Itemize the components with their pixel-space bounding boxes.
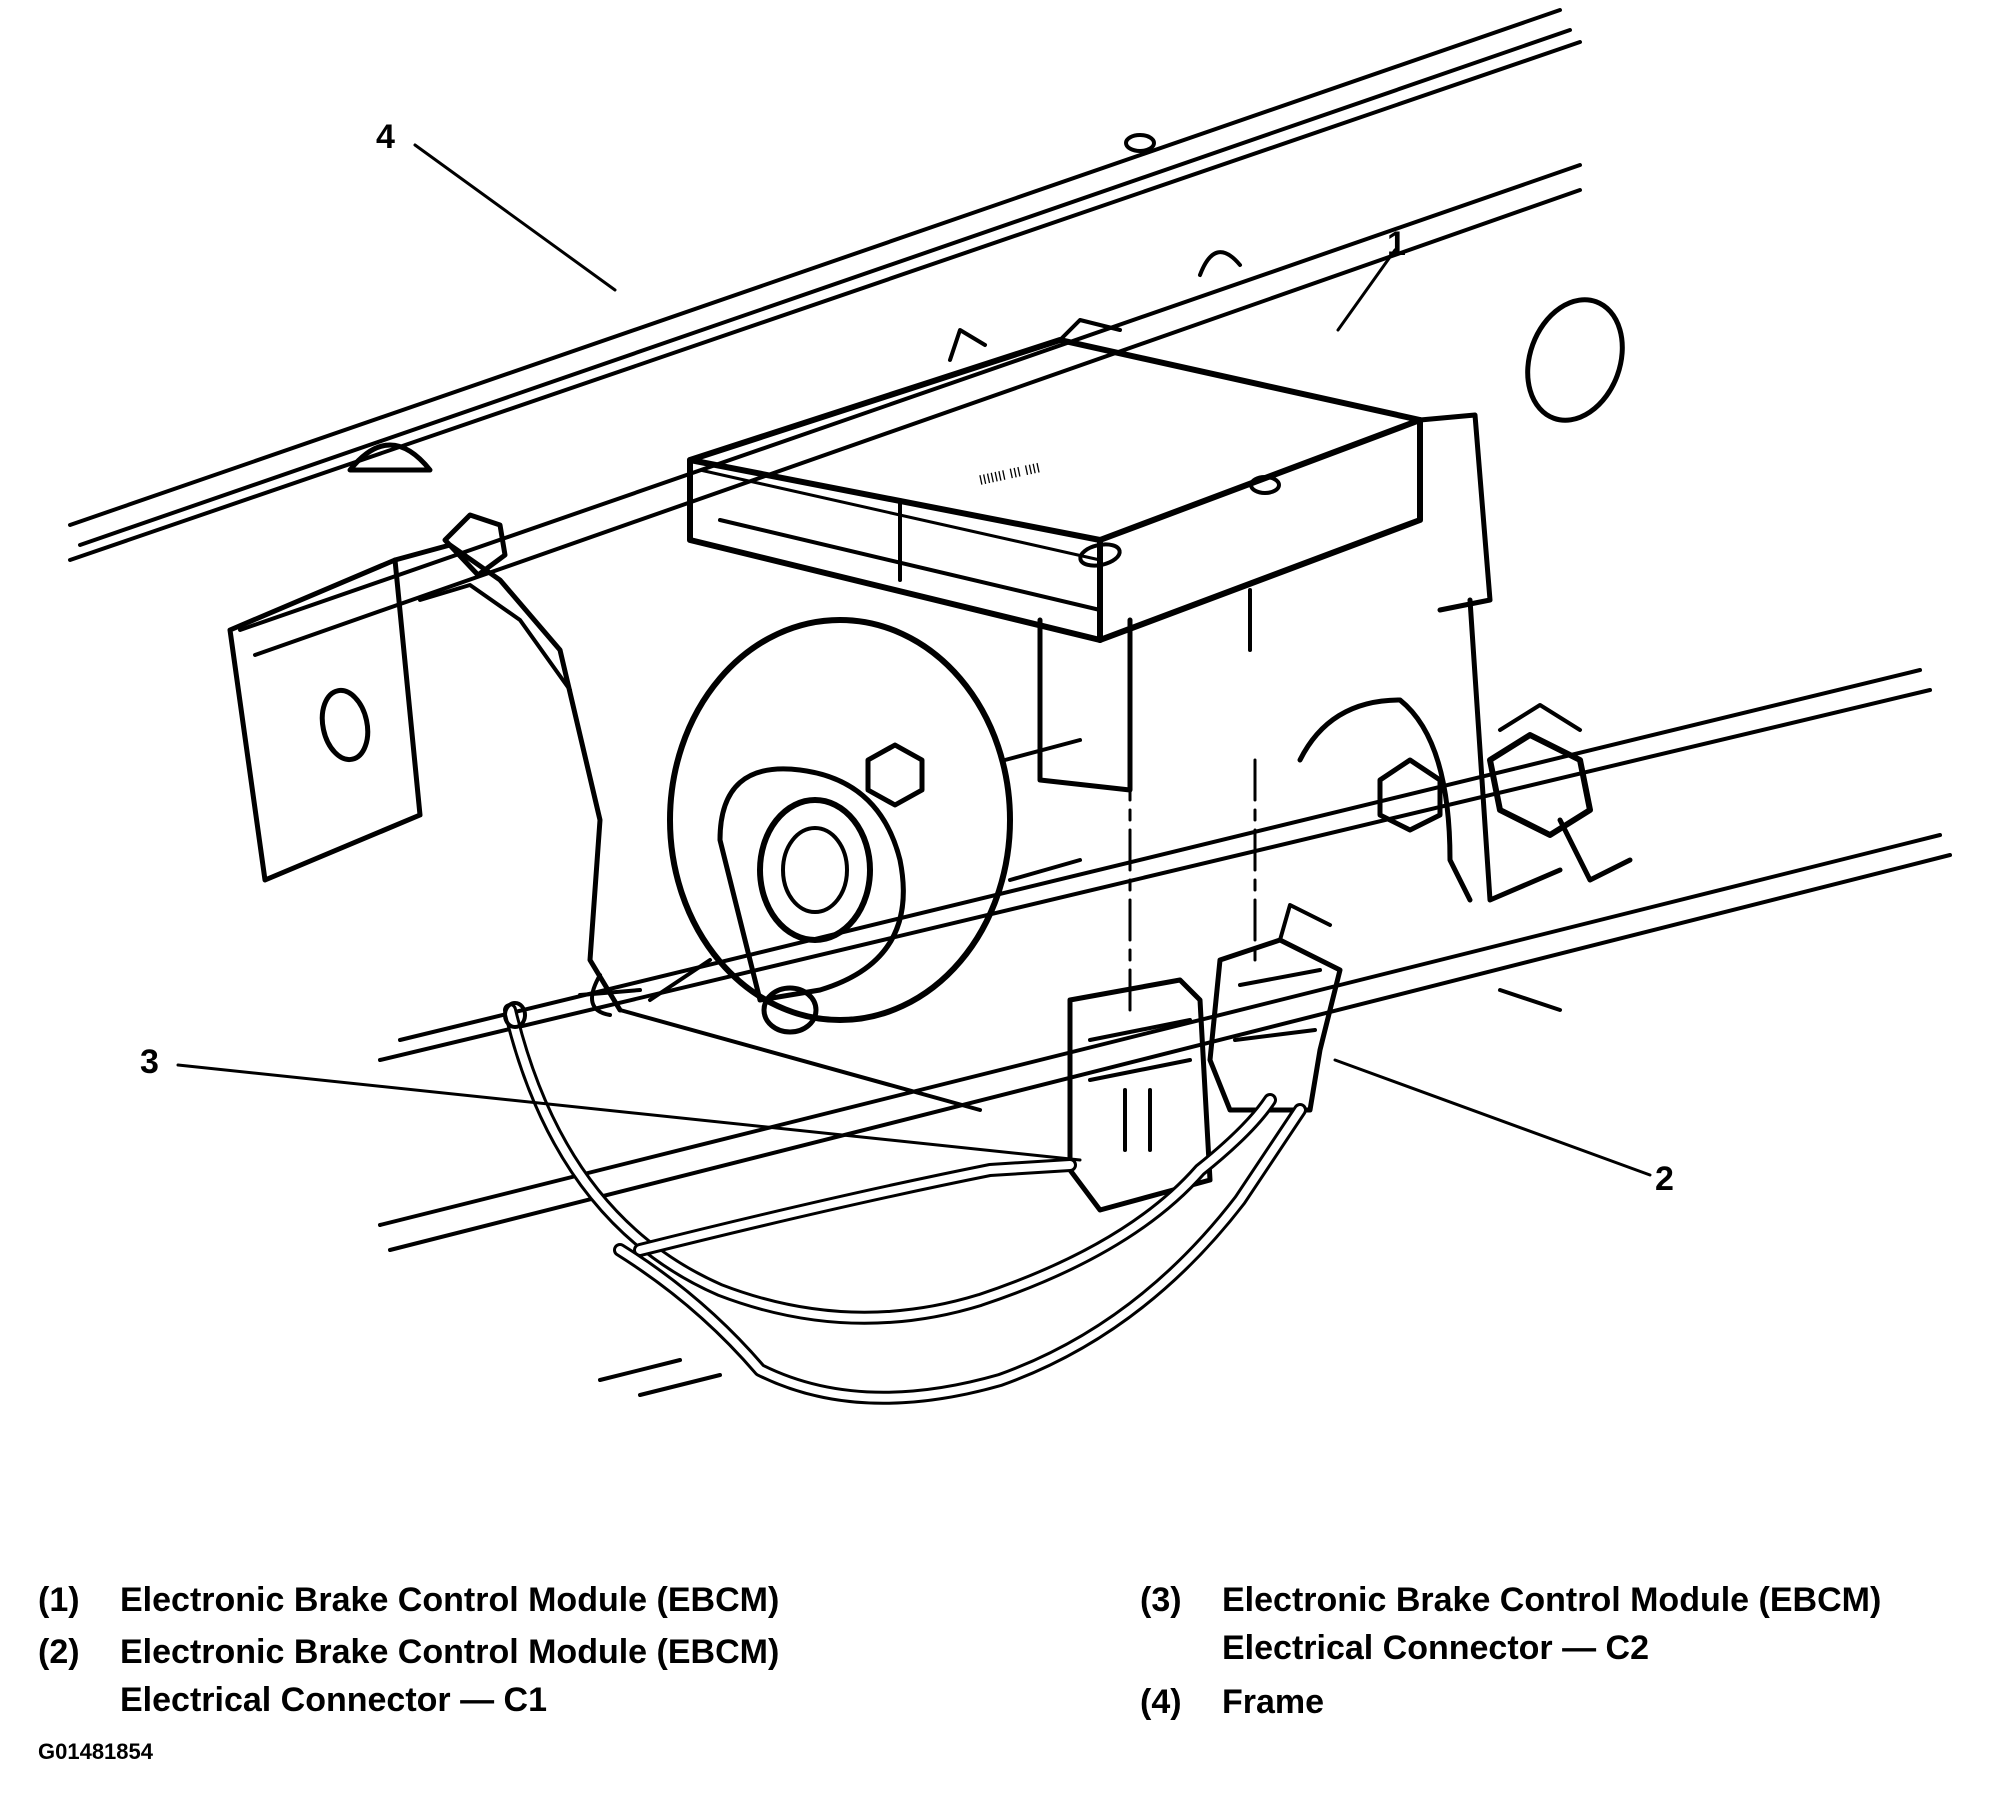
leader-line-1 — [1336, 248, 1397, 332]
figure-id: G01481854 — [38, 1739, 153, 1764]
legend-item-2-text-line1: Electronic Brake Control Module (EBCM) — [120, 1633, 780, 1671]
frame-rail-upper — [68, 8, 1625, 657]
legend-item-3-number: (3) — [1140, 1581, 1182, 1619]
connector-c1 — [1207, 903, 1343, 1113]
bolt-right — [1377, 757, 1443, 833]
legend-item-4-number: (4) — [1140, 1683, 1182, 1721]
leader-line-3 — [176, 1063, 1082, 1162]
nut-right — [1487, 703, 1593, 838]
mounting-bracket — [227, 512, 982, 1112]
pump-motor — [667, 617, 1082, 1035]
ebcm-location-illustration: IIIIIII III IIII — [68, 8, 1952, 1405]
callout-2: 2 — [1655, 1160, 1674, 1198]
bolt-left — [865, 742, 925, 808]
leader-line-4 — [413, 143, 617, 292]
legend-item-2-number: (2) — [38, 1633, 80, 1671]
ebcm-module: IIIIIII III IIII — [687, 318, 1493, 793]
legend-item-1-text: Electronic Brake Control Module (EBCM) — [120, 1581, 780, 1619]
side-bracket-right — [1297, 597, 1633, 903]
legend-item-2-text-line2: Electrical Connector — C1 — [120, 1681, 548, 1719]
legend-item-4-text: Frame — [1222, 1683, 1325, 1721]
callout-4: 4 — [376, 118, 395, 156]
alignment-lines — [1128, 758, 1257, 1012]
leader-lines — [176, 143, 1652, 1177]
frame-rail-lower — [378, 668, 1952, 1397]
legend-item-1-number: (1) — [38, 1581, 80, 1619]
wiring-harness — [503, 1001, 1307, 1405]
legend-item-3-text-line1: Electronic Brake Control Module (EBCM) — [1222, 1581, 1882, 1619]
leader-line-2 — [1333, 1058, 1652, 1177]
legend-item-3-text-line2: Electrical Connector — C2 — [1222, 1629, 1650, 1667]
callout-1: 1 — [1387, 225, 1406, 263]
callout-3: 3 — [140, 1043, 159, 1081]
module-marking: IIIIIII III IIII — [977, 459, 1041, 488]
